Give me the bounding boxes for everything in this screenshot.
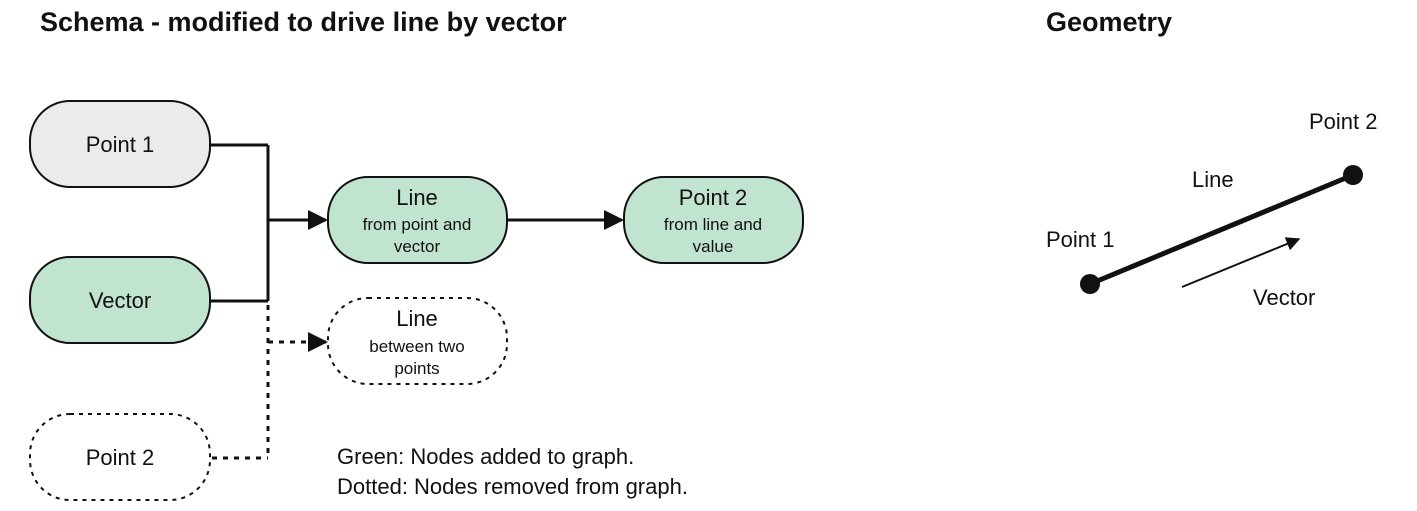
- node-point1-label: Point 1: [86, 132, 155, 157]
- legend-green: Green: Nodes added to graph.: [337, 444, 634, 469]
- geometry-vector-label: Vector: [1253, 285, 1315, 310]
- geometry-point1-label: Point 1: [1046, 227, 1115, 252]
- solid-connectors: [210, 143, 624, 303]
- schema-title: Schema - modified to drive line by vecto…: [40, 7, 567, 37]
- geometry-point2-label: Point 2: [1309, 109, 1378, 134]
- node-point2-new: Point 2 from line and value: [623, 176, 804, 264]
- node-point2-new-label: Point 2: [679, 185, 748, 210]
- geometry-line-label: Line: [1192, 167, 1234, 192]
- node-line-old-sub1: between two: [369, 337, 464, 356]
- dotted-connectors: [212, 305, 328, 460]
- node-line-old: Line between two points: [327, 297, 508, 385]
- geometry-vector-arrow: [1181, 237, 1301, 288]
- node-line-new-sub1: from point and: [363, 215, 472, 234]
- node-point2-old: Point 2: [29, 413, 211, 501]
- legend-dotted: Dotted: Nodes removed from graph.: [337, 474, 688, 499]
- geometry-panel: Point 1 Point 2 Line Vector: [1046, 109, 1378, 310]
- node-vector-label: Vector: [89, 288, 151, 313]
- node-line-new: Line from point and vector: [327, 176, 508, 264]
- node-point1: Point 1: [29, 100, 211, 188]
- node-point2-new-sub1: from line and: [664, 215, 762, 234]
- geometry-point2-dot: [1343, 165, 1363, 185]
- node-point2-old-label: Point 2: [86, 445, 155, 470]
- node-point2-new-sub2: value: [693, 237, 734, 256]
- geometry-line: [1089, 172, 1354, 287]
- node-line-old-sub2: points: [394, 359, 439, 378]
- node-line-new-label: Line: [396, 185, 438, 210]
- geometry-title: Geometry: [1046, 7, 1172, 37]
- geometry-point1-dot: [1080, 274, 1100, 294]
- node-vector: Vector: [29, 256, 211, 344]
- node-line-old-label: Line: [396, 306, 438, 331]
- node-line-new-sub2: vector: [394, 237, 441, 256]
